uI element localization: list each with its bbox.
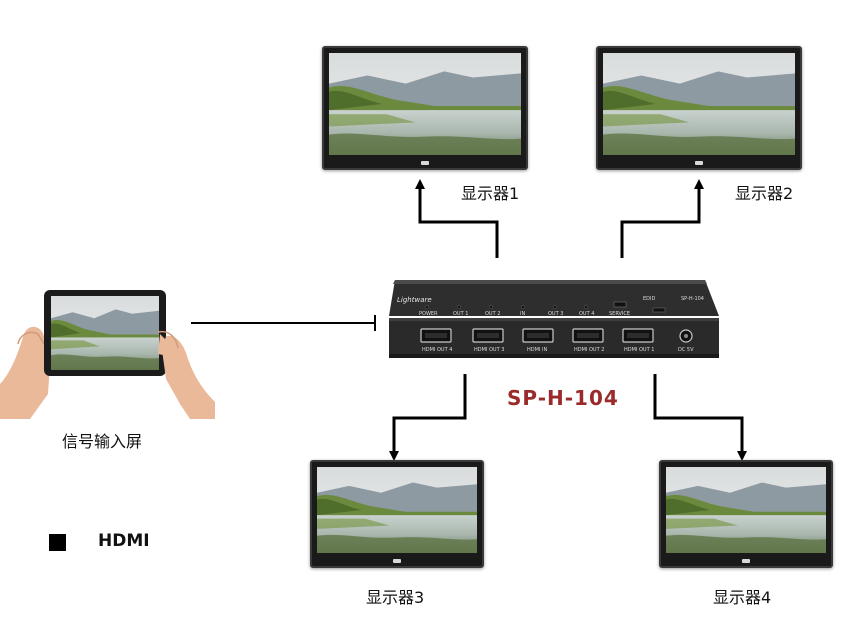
- cable-to-display-1: [415, 179, 499, 258]
- led-out4: [584, 305, 588, 309]
- legend-hdmi-swatch: [49, 534, 66, 551]
- port-hdmi-out-4: [420, 328, 452, 343]
- port-hdmi-out-1: [622, 328, 654, 343]
- display-3-label: 显示器3: [366, 588, 425, 607]
- source-label: 信号输入屏: [62, 432, 143, 451]
- edid-switch: [652, 307, 666, 313]
- port-dc-5v: [679, 329, 693, 343]
- port-hdmi-out-3-label: HDMI OUT 3: [474, 347, 504, 353]
- led-out1-label: OUT 1: [453, 311, 468, 317]
- edid-label: EDID: [643, 296, 655, 302]
- port-hdmi-out-1-label: HDMI OUT 1: [624, 347, 654, 353]
- led-power: [425, 305, 429, 309]
- display-3: [310, 460, 484, 568]
- port-hdmi-out-2-label: HDMI OUT 2: [574, 347, 604, 353]
- splitter-device: Lightware POWER OUT 1 OUT 2 IN OUT 3 OUT…: [389, 280, 719, 358]
- led-in-label: IN: [520, 311, 525, 317]
- led-in: [521, 305, 525, 309]
- display-4-label: 显示器4: [713, 588, 772, 607]
- display-2-label: 显示器2: [735, 184, 794, 203]
- service-port-label: SERVICE: [609, 311, 630, 317]
- port-hdmi-out-4-label: HDMI OUT 4: [422, 347, 452, 353]
- led-out2: [489, 305, 493, 309]
- port-hdmi-in: [522, 328, 554, 343]
- cable-to-display-3: [389, 374, 467, 461]
- port-hdmi-out-2: [572, 328, 604, 343]
- led-power-label: POWER: [419, 311, 438, 317]
- led-out4-label: OUT 4: [579, 311, 594, 317]
- device-brand: Lightware: [397, 296, 432, 304]
- display-1-label: 显示器1: [461, 184, 520, 203]
- led-out2-label: OUT 2: [485, 311, 500, 317]
- led-out1: [457, 305, 461, 309]
- legend-hdmi-label: HDMI: [98, 531, 150, 551]
- display-4: [659, 460, 833, 568]
- cable-to-display-2: [620, 179, 704, 258]
- port-hdmi-out-3: [472, 328, 504, 343]
- port-hdmi-in-label: HDMI IN: [527, 347, 547, 353]
- cable-to-display-4: [653, 374, 747, 461]
- display-1: [322, 46, 528, 170]
- device-model-label: SP-H-104: [507, 386, 619, 410]
- led-out3: [553, 305, 557, 309]
- port-dc-5v-label: DC 5V: [678, 347, 694, 353]
- service-port: [613, 301, 627, 308]
- display-2: [596, 46, 802, 170]
- tablet-source: [0, 290, 215, 419]
- led-out3-label: OUT 3: [548, 311, 563, 317]
- device-top-model: SP-H-104: [681, 296, 704, 302]
